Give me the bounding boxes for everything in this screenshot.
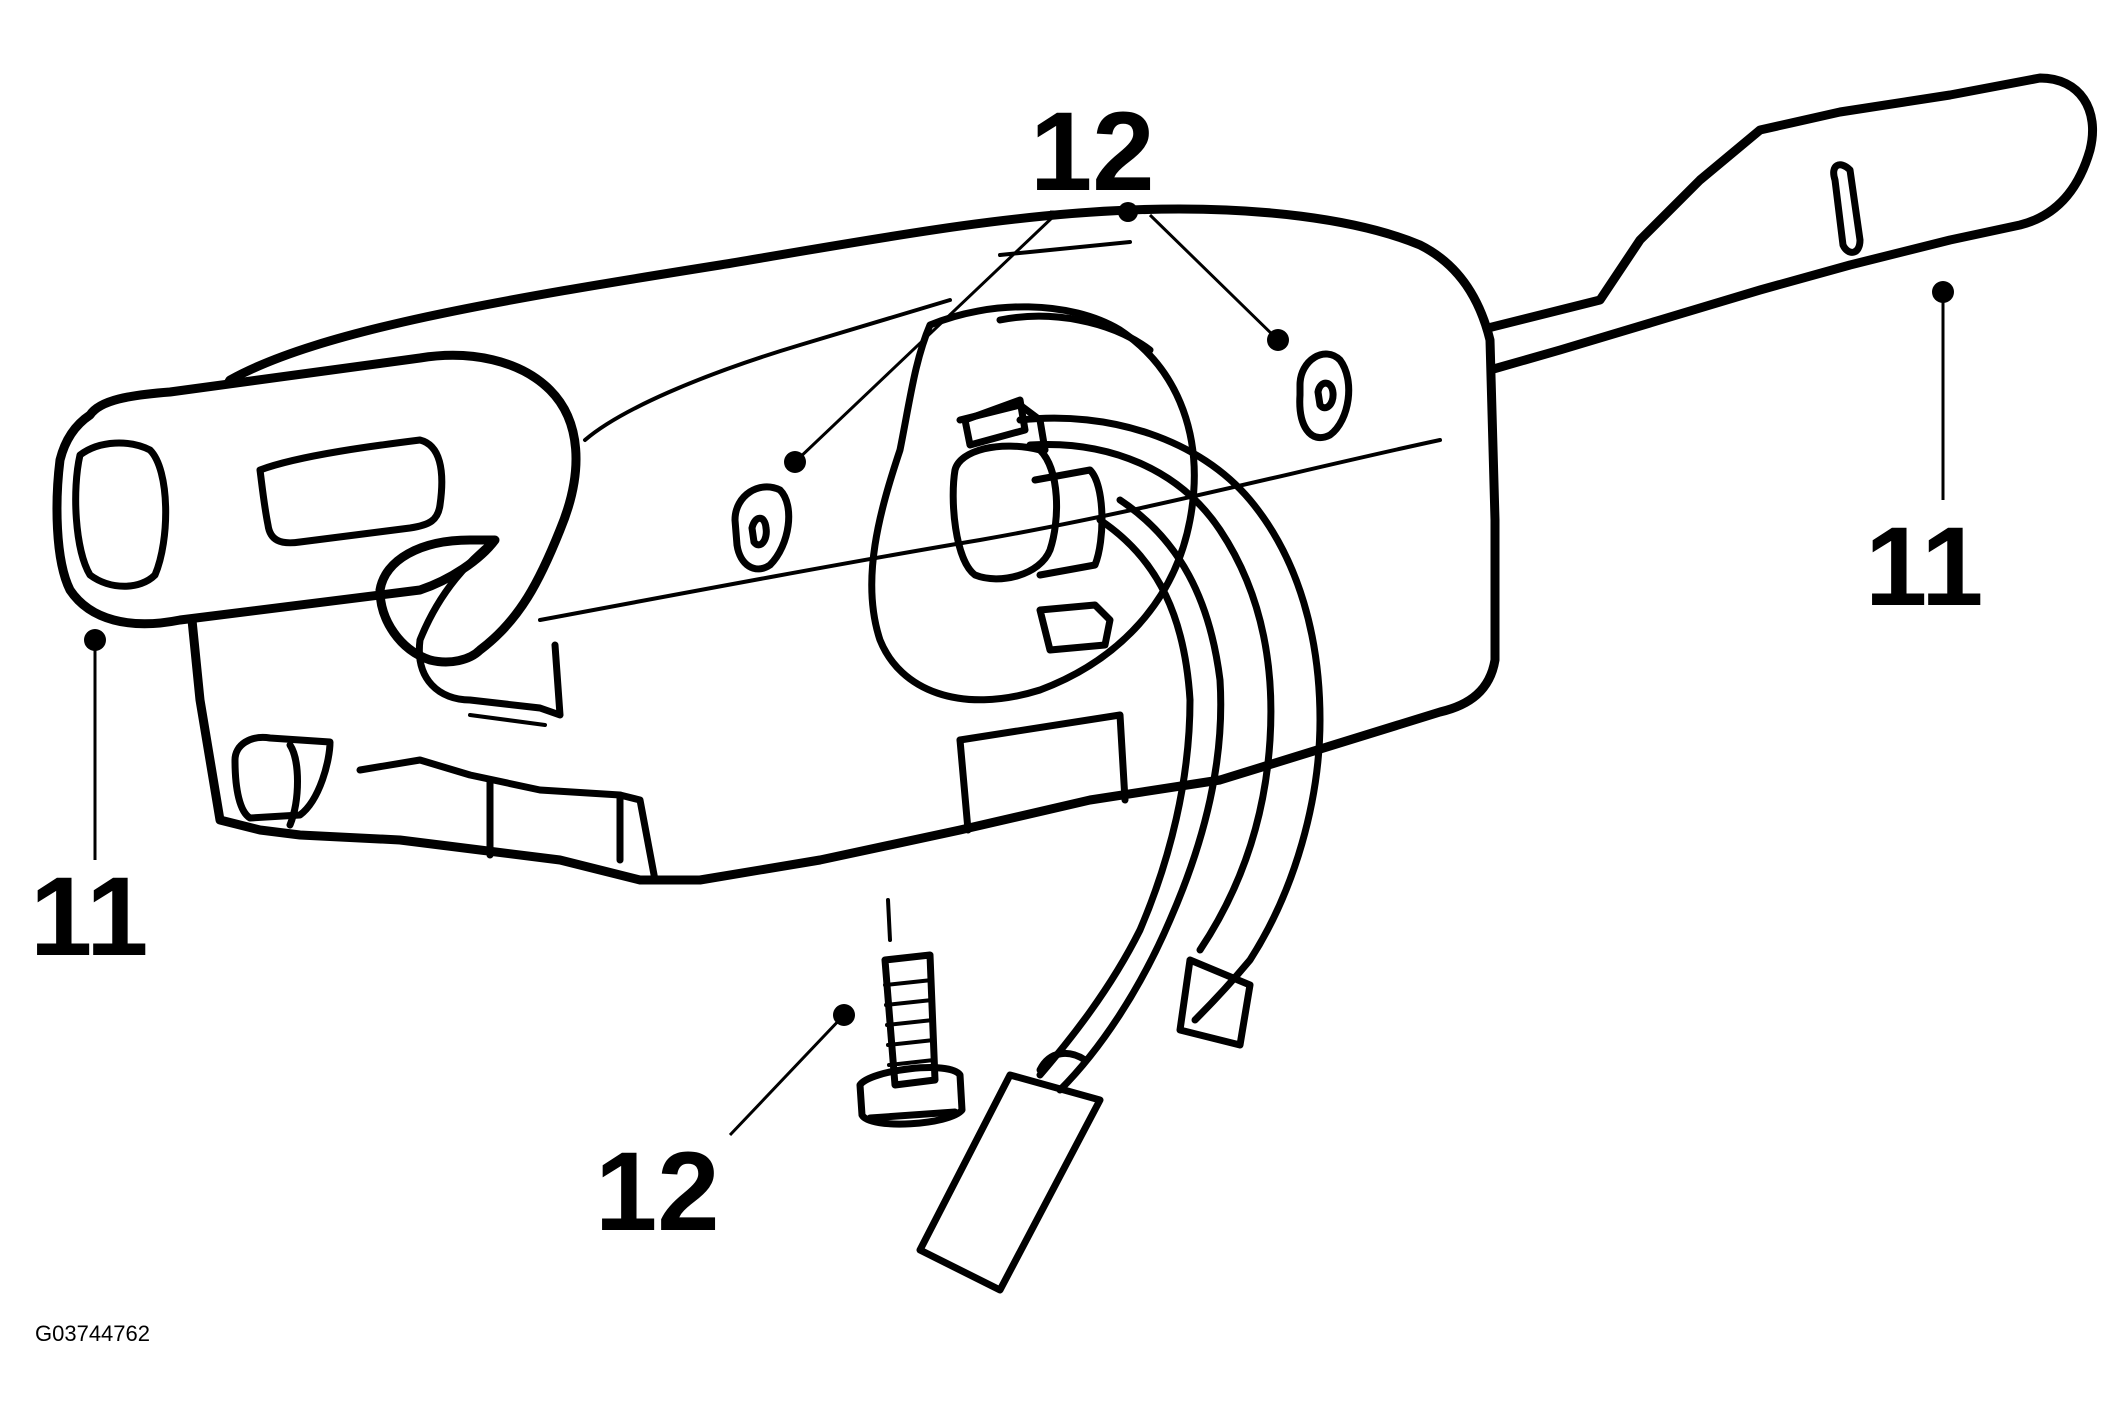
clock-spring bbox=[868, 303, 1324, 1294]
callout-right: 11 bbox=[1865, 504, 1983, 629]
left-lever bbox=[52, 350, 581, 727]
lower-bracket bbox=[231, 711, 1129, 884]
mounting-bolt bbox=[856, 898, 966, 1128]
callout-bottom: 12 bbox=[595, 1129, 720, 1254]
figure-id: G03744762 bbox=[35, 1321, 150, 1346]
callout-left: 11 bbox=[30, 854, 148, 979]
right-lever bbox=[1475, 73, 2098, 375]
callout-top: 12 bbox=[1030, 89, 1155, 214]
leader-lines bbox=[84, 202, 1954, 1137]
leader-dot bbox=[1267, 329, 1289, 351]
mounting-holes bbox=[731, 350, 1353, 573]
leader-dot bbox=[784, 451, 806, 473]
